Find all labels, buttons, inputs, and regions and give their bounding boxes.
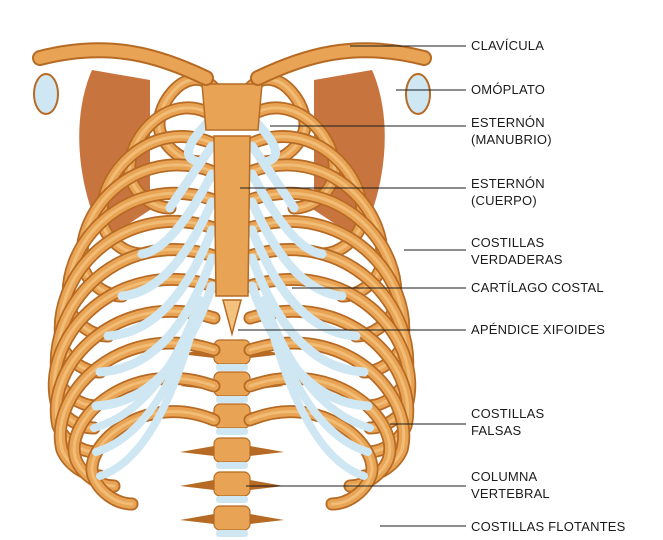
- intervertebral-disc: [216, 428, 248, 435]
- transverse-process-left: [180, 480, 214, 490]
- shoulder-joint-left: [34, 74, 58, 114]
- vertebra-body: [214, 404, 250, 428]
- vertebra-body: [214, 438, 250, 462]
- label-costillas-falsas: COSTILLAS FALSAS: [471, 405, 544, 439]
- transverse-process-left: [180, 514, 214, 524]
- intervertebral-disc: [216, 364, 248, 371]
- intervertebral-disc: [216, 530, 248, 537]
- label-columna-vertebral: COLUMNA VERTEBRAL: [471, 468, 550, 502]
- intervertebral-disc: [216, 462, 248, 469]
- vertebra-body: [214, 472, 250, 496]
- intervertebral-disc: [216, 496, 248, 503]
- spinal-column: [180, 340, 284, 537]
- transverse-process-left: [180, 446, 214, 456]
- label-cartilago-costal: CARTÍLAGO COSTAL: [471, 279, 604, 296]
- manubrium: [202, 84, 262, 130]
- intervertebral-disc: [216, 396, 248, 403]
- vertebra-body: [214, 506, 250, 530]
- label-esternon-cuerpo: ESTERNÓN (CUERPO): [471, 175, 545, 209]
- transverse-process-right: [250, 480, 284, 490]
- shoulder-joint-right: [406, 74, 430, 114]
- label-clavicula: CLAVÍCULA: [471, 37, 544, 54]
- sternum-body: [214, 136, 250, 296]
- label-omoplato: OMÓPLATO: [471, 81, 545, 98]
- transverse-process-right: [250, 514, 284, 524]
- label-apendice-xifoides: APÉNDICE XIFOIDES: [471, 321, 605, 338]
- transverse-process-right: [250, 446, 284, 456]
- label-costillas-flotantes: COSTILLAS FLOTANTES: [471, 518, 626, 535]
- label-costillas-verdaderas: COSTILLAS VERDADERAS: [471, 234, 563, 268]
- xiphoid-process: [223, 300, 241, 334]
- label-esternon-manubrio: ESTERNÓN (MANUBRIO): [471, 114, 552, 148]
